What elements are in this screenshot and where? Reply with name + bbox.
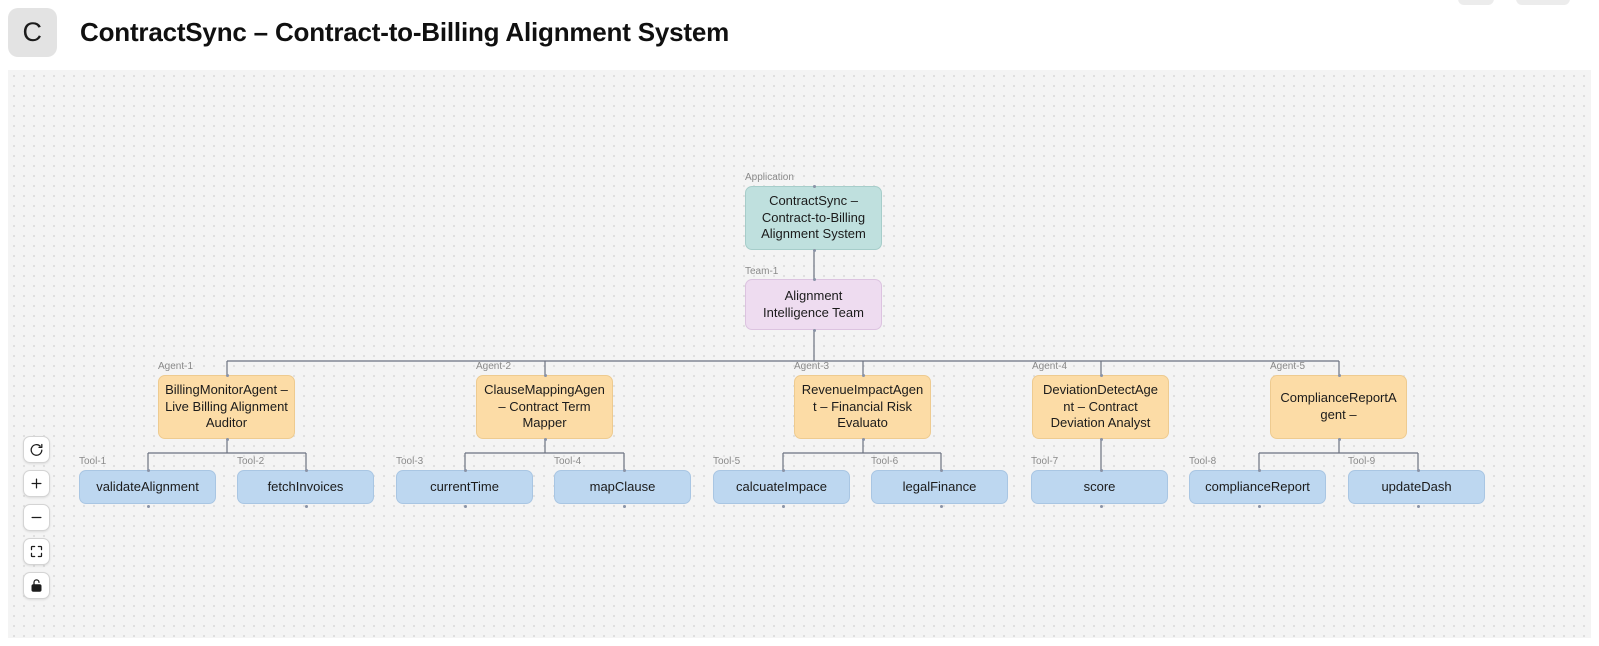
tool-node-5[interactable]: calcuateImpace xyxy=(713,470,850,504)
port xyxy=(463,468,467,472)
port xyxy=(861,373,865,377)
tool-node-badge-2: Tool-2 xyxy=(237,456,265,467)
team-node[interactable]: Alignment Intelligence Team xyxy=(745,279,882,330)
agent-node-title-5: ComplianceReportA gent – xyxy=(1280,390,1397,422)
agent-node-badge-1: Agent-1 xyxy=(158,361,194,372)
port xyxy=(1337,373,1341,377)
tool-node-title-8: complianceReport xyxy=(1205,478,1310,494)
port xyxy=(1099,437,1103,441)
port xyxy=(812,277,816,281)
tool-node-title-1: validateAlignment xyxy=(96,478,199,494)
port xyxy=(812,328,816,332)
port xyxy=(304,468,308,472)
zoom-out-button[interactable] xyxy=(23,504,50,531)
agent-node-1[interactable]: BillingMonitorAgent – Live Billing Align… xyxy=(158,375,295,439)
fit-screen-icon xyxy=(29,544,44,559)
agent-node-title-3: RevenueImpactAgen t – Financial Risk Eva… xyxy=(801,382,924,431)
application-node-title: ContractSync – Contract-to-Billing Align… xyxy=(761,193,866,242)
agent-node-4[interactable]: DeviationDetectAge nt – Contract Deviati… xyxy=(1032,375,1169,439)
port xyxy=(225,437,229,441)
tool-node-7[interactable]: score xyxy=(1031,470,1168,504)
refresh-icon xyxy=(29,442,44,457)
tool-node-title-9: updateDash xyxy=(1381,478,1452,494)
tool-node-title-7: score xyxy=(1083,478,1116,494)
tool-node-title-5: calcuateImpace xyxy=(735,478,828,494)
page-title: ContractSync – Contract-to-Billing Align… xyxy=(80,17,730,47)
agent-node-3[interactable]: RevenueImpactAgen t – Financial Risk Eva… xyxy=(794,375,931,439)
port xyxy=(861,437,865,441)
canvas-controls-toolbar[interactable] xyxy=(23,436,50,599)
tool-node-8[interactable]: complianceReport xyxy=(1189,470,1326,504)
app-logo: C xyxy=(8,8,57,57)
agent-node-5[interactable]: ComplianceReportA gent – xyxy=(1270,375,1407,439)
tool-node-3[interactable]: currentTime xyxy=(396,470,533,504)
tool-node-badge-7: Tool-7 xyxy=(1031,456,1059,467)
agent-node-badge-4: Agent-4 xyxy=(1032,361,1068,372)
port xyxy=(1416,468,1420,472)
tool-node-badge-5: Tool-5 xyxy=(713,456,741,467)
tool-node-1[interactable]: validateAlignment xyxy=(79,470,216,504)
port xyxy=(543,373,547,377)
agent-node-badge-5: Agent-5 xyxy=(1270,361,1306,372)
port xyxy=(1099,504,1103,508)
port xyxy=(781,468,785,472)
port xyxy=(304,504,308,508)
tool-node-4[interactable]: mapClause xyxy=(554,470,691,504)
agent-node-title-1: BillingMonitorAgent – Live Billing Align… xyxy=(165,382,288,431)
app-header: C ContractSync – Contract-to-Billing Ali… xyxy=(0,0,1599,70)
agent-node-badge-3: Agent-3 xyxy=(794,361,830,372)
graph-edges xyxy=(147,186,1419,470)
tool-node-2[interactable]: fetchInvoices xyxy=(237,470,374,504)
tool-node-badge-3: Tool-3 xyxy=(396,456,424,467)
application-node-badge: Application xyxy=(745,172,794,183)
port xyxy=(1099,468,1103,472)
fit-view-button[interactable] xyxy=(23,538,50,565)
tool-node-6[interactable]: legalFinance xyxy=(871,470,1008,504)
minus-icon xyxy=(29,510,44,525)
tool-node-title-3: currentTime xyxy=(430,478,499,494)
header-action-button-1[interactable] xyxy=(1458,0,1494,5)
port xyxy=(1257,468,1261,472)
tool-node-title-6: legalFinance xyxy=(902,478,977,494)
port xyxy=(1337,437,1341,441)
port xyxy=(1257,504,1261,508)
tool-node-title-4: mapClause xyxy=(589,478,656,494)
header-action-button-2[interactable] xyxy=(1516,0,1570,5)
plus-icon xyxy=(29,476,44,491)
tool-node-badge-1: Tool-1 xyxy=(79,456,107,467)
tool-node-badge-6: Tool-6 xyxy=(871,456,899,467)
port xyxy=(812,248,816,252)
port xyxy=(225,373,229,377)
tool-node-badge-8: Tool-8 xyxy=(1189,456,1217,467)
port xyxy=(146,504,150,508)
port xyxy=(543,437,547,441)
port xyxy=(622,468,626,472)
lock-canvas-button[interactable] xyxy=(23,572,50,599)
port xyxy=(1416,504,1420,508)
zoom-in-button[interactable] xyxy=(23,470,50,497)
port xyxy=(812,184,816,188)
tool-node-badge-9: Tool-9 xyxy=(1348,456,1376,467)
agent-node-title-2: ClauseMappingAgen – Contract Term Mapper xyxy=(484,382,605,431)
tool-node-9[interactable]: updateDash xyxy=(1348,470,1485,504)
agent-node-2[interactable]: ClauseMappingAgen – Contract Term Mapper xyxy=(476,375,613,439)
port xyxy=(781,504,785,508)
port xyxy=(622,504,626,508)
lock-icon xyxy=(29,578,44,593)
tool-node-title-2: fetchInvoices xyxy=(267,478,344,494)
reset-view-button[interactable] xyxy=(23,436,50,463)
team-node-title: Alignment Intelligence Team xyxy=(763,287,864,320)
port xyxy=(463,504,467,508)
port xyxy=(939,504,943,508)
graph-canvas[interactable]: Application ContractSync – Contract-to-B… xyxy=(8,70,1591,638)
port xyxy=(1099,373,1103,377)
application-node[interactable]: ContractSync – Contract-to-Billing Align… xyxy=(745,186,882,250)
agent-node-badge-2: Agent-2 xyxy=(476,361,512,372)
port xyxy=(939,468,943,472)
tool-node-badge-4: Tool-4 xyxy=(554,456,582,467)
agent-node-title-4: DeviationDetectAge nt – Contract Deviati… xyxy=(1043,382,1158,431)
port xyxy=(146,468,150,472)
team-node-badge: Team-1 xyxy=(745,266,779,277)
